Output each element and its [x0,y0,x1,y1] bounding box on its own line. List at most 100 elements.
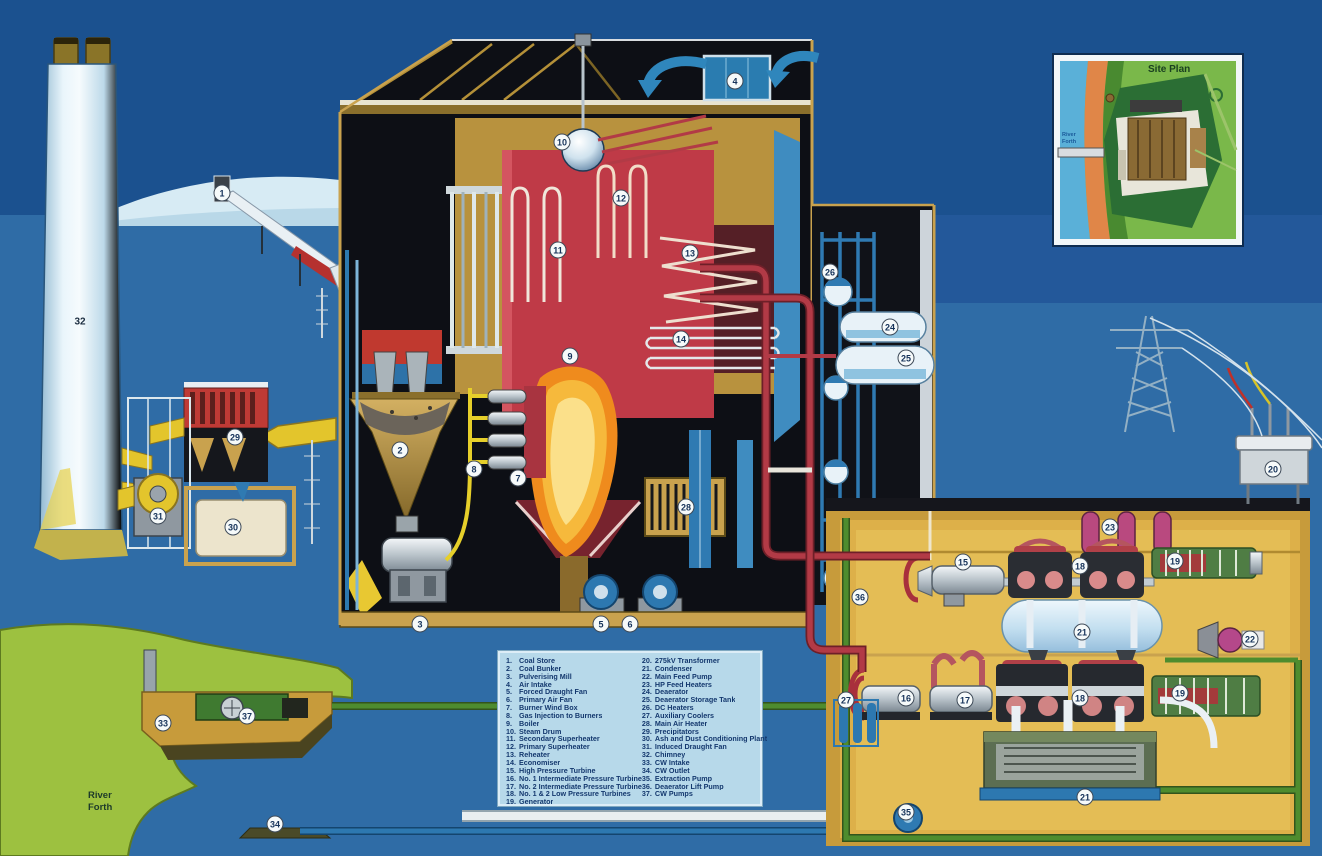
legend-item: 5.Forced Draught Fan [506,688,642,696]
legend-item: 24.Deaerator [642,688,767,696]
marker-2: 2 [391,441,409,459]
marker-17: 17 [956,691,974,709]
legend-item-label: Steam Drum [519,727,562,736]
legend-item-number: 23. [641,679,652,689]
legend-item-label: Coal Bunker [519,664,562,673]
legend-item: 37.CW Pumps [642,790,767,798]
marker-36: 36 [851,588,869,606]
legend-item-number: 8. [506,710,512,720]
river-label-line1: River [88,790,112,801]
marker-19: 19 [1166,552,1184,570]
legend-item-label: Economiser [519,758,561,767]
marker-18: 18 [1071,689,1089,707]
secondary-superheater [510,186,562,302]
marker-20: 20 [1264,460,1282,478]
legend-item: 22.Main Feed Pump [642,672,767,681]
legend-item-label: Forced Draught Fan [519,688,588,697]
legend-item-label: Reheater [519,751,550,759]
legend-item: 28.Main Air Heater [641,718,767,728]
legend-item-label: Condenser [654,664,693,673]
legend-item-number: 24. [641,687,652,697]
deaerator [839,311,927,343]
legend-item-label: Gas Injection to Burners [519,711,603,720]
legend-item-label: Precipitators [654,727,699,736]
legend-item: 14.Economiser [506,759,642,767]
marker-21: 21 [1076,788,1094,806]
economiser [645,326,780,370]
legend-item-number: 28. [641,718,652,728]
legend-item: 3. Pulverising Mill [506,671,642,681]
burners [487,386,546,478]
deaerator-storage-tank [835,345,935,385]
legend-item-label: Main Feed Pump [654,672,712,681]
condenser-lower [979,696,1218,801]
legend-item: 13.Reheater [506,751,642,759]
legend-item-number: 1. [506,656,512,665]
steam-pipes [700,263,930,672]
legend-item-label: Induced Draught Fan [654,743,727,752]
marker-14: 14 [672,330,690,348]
legend-item-label: Coal Store [519,657,555,665]
legend-item: 34.CW Outlet [641,765,767,775]
legend-item-number: 32. [641,750,652,760]
legend-item: 36.Deaerator Lift Pump [641,781,767,791]
legend-item-number: 7. [506,703,512,713]
legend-item-number: 34. [641,765,652,775]
lp-turbines-upper [1008,538,1144,598]
legend-item: 10.Steam Drum [506,727,642,736]
legend-item-label: DC Heaters [654,704,694,712]
marker-23: 23 [1101,518,1119,536]
legend-item-number: 26. [641,703,652,713]
legend-item-number: 16. [506,773,516,783]
marker-35: 35 [897,803,915,821]
marker-25: 25 [897,349,915,367]
legend-item-number: 36. [641,781,652,791]
legend-item-label: Pulverising Mill [519,672,572,681]
marker-24: 24 [881,318,899,336]
legend-item-label: Primary Superheater [519,743,590,752]
legend-item-label: No. 1 Intermediate Pressure Turbine [519,774,642,783]
legend-item-label: CW Intake [654,758,690,767]
legend-item-label: Boiler [519,719,540,728]
legend-item: 8. Gas Injection to Burners [506,712,642,720]
primary-superheater [596,164,648,258]
marker-31: 31 [149,507,167,525]
legend-item-number: 4. [506,679,512,689]
legend-item-label: Deaerator [654,688,689,697]
river-label: River Forth [88,790,112,813]
legend-item-label: Deaerator Storage Tank [654,696,736,705]
legend-item: 16.No. 1 Intermediate Pressure Turbine [506,773,642,783]
legend-item: 7.Burner Wind Box [506,704,642,712]
legend-item-number: 3. [506,671,512,681]
legend-item-label: 275kV Transformer [654,657,720,665]
legend-item-number: 20. [641,656,652,665]
marker-33: 33 [154,714,172,732]
marker-26: 26 [821,263,839,281]
draught-fans [579,574,683,615]
legend-item: 23.HP Feed Heaters [641,679,767,689]
coal-bunker [349,330,460,522]
legend-item: 18.No. 1 & 2 Low Pressure Turbines [506,790,642,798]
marker-4: 4 [726,72,744,90]
legend-item-label: No. 2 Intermediate Pressure Turbine [519,782,642,791]
legend-item-number: 11. [506,734,516,744]
legend-item-label: CW Outlet [654,766,690,775]
marker-13: 13 [681,244,699,262]
legend-item-number: 19. [506,797,516,807]
marker-22: 22 [1241,630,1259,648]
legend-item-label: Secondary Superheater [519,735,600,744]
main-feed-pump [1197,621,1265,659]
legend-item-label: High Pressure Turbine [519,766,596,775]
legend-item-label: Generator [519,798,554,807]
marker-11: 11 [549,241,567,259]
marker-21: 21 [1073,623,1091,641]
legend-item-number: 14. [506,757,516,767]
legend-item-label: Chimney [654,751,686,759]
legend-item-number: 15. [506,765,516,775]
air-flow-arrows [638,51,820,98]
legend-item: 32.Chimney [642,751,767,759]
marker-37: 37 [238,707,256,725]
site-plan-water-label-1: River [1062,132,1077,138]
